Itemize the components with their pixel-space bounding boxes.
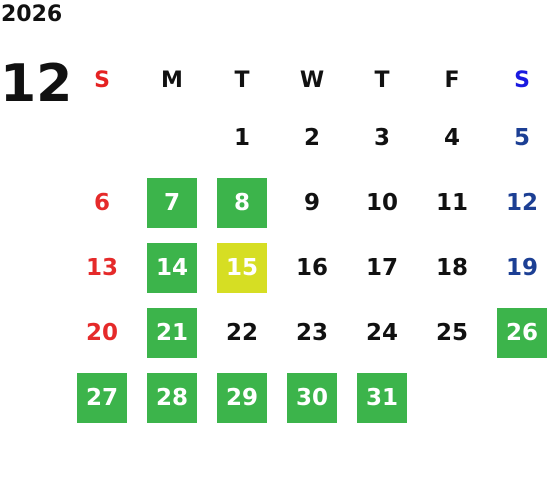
- day-number: 14: [147, 242, 197, 293]
- day-cell[interactable]: 24: [347, 300, 417, 365]
- day-number: 13: [85, 254, 118, 281]
- day-cell[interactable]: 22: [207, 300, 277, 365]
- weekday-header: F: [444, 67, 460, 93]
- day-number: 11: [435, 189, 468, 216]
- day-number: 7: [147, 177, 197, 228]
- day-cell[interactable]: 2: [277, 105, 347, 170]
- day-number: 3: [373, 124, 390, 151]
- day-number: 4: [443, 124, 460, 151]
- day-cell[interactable]: 13: [67, 235, 137, 300]
- day-cell[interactable]: 10: [347, 170, 417, 235]
- day-cell[interactable]: 20: [67, 300, 137, 365]
- day-number: 1: [233, 124, 250, 151]
- day-cell[interactable]: 17: [347, 235, 417, 300]
- day-cell[interactable]: 29: [207, 365, 277, 430]
- day-number: 28: [147, 372, 197, 423]
- day-number: 10: [365, 189, 398, 216]
- day-number: 27: [77, 372, 127, 423]
- day-number: 6: [93, 189, 110, 216]
- day-number: 15: [217, 242, 267, 293]
- day-cell[interactable]: 18: [417, 235, 487, 300]
- day-number: 16: [295, 254, 328, 281]
- weekday-header: S: [94, 67, 110, 93]
- month-number: 12: [0, 54, 73, 114]
- day-cell[interactable]: 8: [207, 170, 277, 235]
- weekday-header: S: [514, 67, 530, 93]
- day-number: 21: [147, 307, 197, 358]
- day-number: 22: [225, 319, 258, 346]
- day-cell[interactable]: 5: [487, 105, 548, 170]
- day-number: 17: [365, 254, 398, 281]
- day-cell[interactable]: 9: [277, 170, 347, 235]
- day-number: 29: [217, 372, 267, 423]
- empty-cell: [67, 105, 137, 170]
- day-cell[interactable]: 30: [277, 365, 347, 430]
- day-cell[interactable]: 28: [137, 365, 207, 430]
- day-cell[interactable]: 7: [137, 170, 207, 235]
- day-number: 30: [287, 372, 337, 423]
- day-cell[interactable]: 14: [137, 235, 207, 300]
- day-number: 18: [435, 254, 468, 281]
- weekday-header: W: [299, 67, 325, 93]
- weekday-header: T: [374, 67, 390, 93]
- day-number: 19: [505, 254, 538, 281]
- day-cell[interactable]: 27: [67, 365, 137, 430]
- weekday-header: T: [234, 67, 250, 93]
- day-number: 9: [303, 189, 320, 216]
- day-number: 20: [85, 319, 118, 346]
- day-cell[interactable]: 16: [277, 235, 347, 300]
- day-cell[interactable]: 26: [487, 300, 548, 365]
- day-number: 8: [217, 177, 267, 228]
- day-cell[interactable]: 11: [417, 170, 487, 235]
- day-number: 31: [357, 372, 407, 423]
- day-cell[interactable]: 19: [487, 235, 548, 300]
- year-label: 2026: [1, 2, 63, 27]
- day-cell[interactable]: 3: [347, 105, 417, 170]
- day-cell[interactable]: 15: [207, 235, 277, 300]
- day-cell[interactable]: 31: [347, 365, 417, 430]
- empty-cell: [137, 105, 207, 170]
- day-number: 25: [435, 319, 468, 346]
- day-cell[interactable]: 12: [487, 170, 548, 235]
- day-number: 23: [295, 319, 328, 346]
- day-cell[interactable]: 1: [207, 105, 277, 170]
- day-number: 5: [513, 124, 530, 151]
- day-cell[interactable]: 4: [417, 105, 487, 170]
- day-number: 12: [505, 189, 538, 216]
- day-cell[interactable]: 21: [137, 300, 207, 365]
- day-cell[interactable]: 25: [417, 300, 487, 365]
- day-number: 24: [365, 319, 398, 346]
- day-cell[interactable]: 6: [67, 170, 137, 235]
- day-number: 2: [303, 124, 320, 151]
- day-number: 26: [497, 307, 547, 358]
- weekday-header: M: [161, 67, 183, 93]
- day-cell[interactable]: 23: [277, 300, 347, 365]
